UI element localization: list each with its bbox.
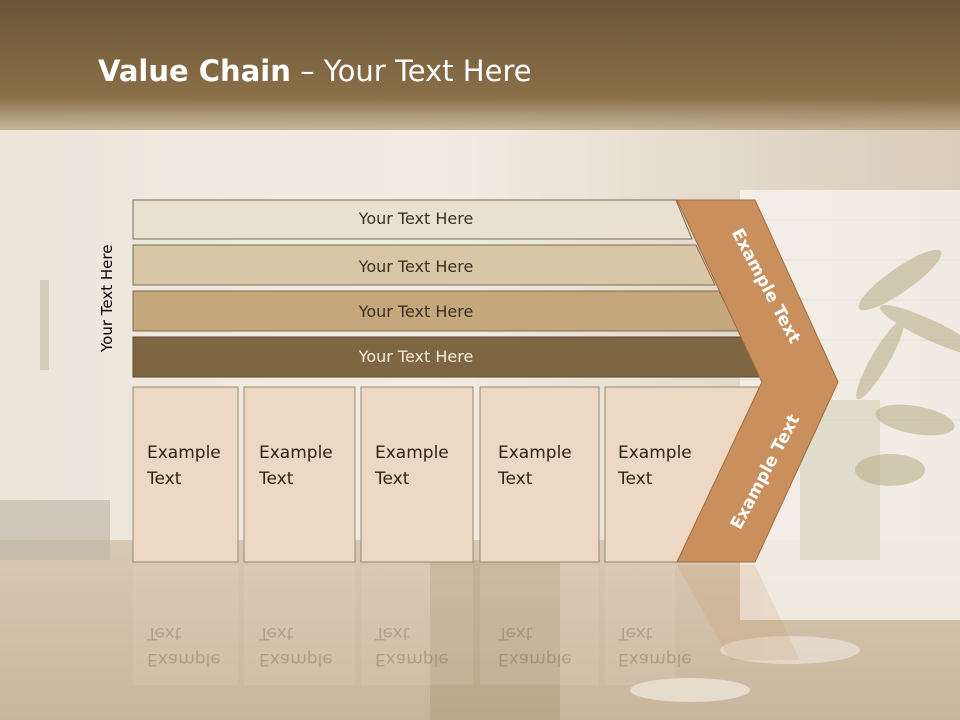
row-bar-1[interactable] (132, 199, 693, 240)
column-box-3[interactable] (360, 386, 474, 563)
column-reflection-5-line2: Text (618, 623, 653, 643)
column-reflection-4-line1: Example (498, 649, 572, 669)
row-label-2: Your Text Here (358, 257, 474, 276)
row-label-4: Your Text Here (358, 347, 474, 366)
column-text-2-line1: Example (259, 443, 333, 463)
column-reflection-4-line2: Text (498, 623, 533, 643)
column-reflection-5-line1: Example (618, 649, 692, 669)
title-bold: Value Chain (98, 54, 291, 88)
column-reflection-3-line2: Text (375, 623, 410, 643)
reflection (133, 565, 800, 685)
column-text-4: Example Text (498, 440, 572, 492)
column-text-1-line1: Example (147, 443, 221, 463)
column-reflection-2-line2: Text (259, 623, 294, 643)
row-bar-2[interactable] (132, 244, 716, 286)
column-text-5-line2: Text (618, 469, 653, 489)
row-label-3: Your Text Here (358, 302, 474, 321)
column-reflection-1-line1: Example (147, 649, 221, 669)
column-reflection-3: Example Text (375, 620, 449, 672)
slide-title: Value Chain – Your Text Here (98, 54, 532, 88)
column-reflection-4: Example Text (498, 620, 572, 672)
column-text-5: Example Text (618, 440, 692, 492)
column-text-1-line2: Text (147, 469, 182, 489)
column-box-4[interactable] (479, 386, 600, 563)
column-text-3: Example Text (375, 440, 449, 492)
column-reflection-1: Example Text (147, 620, 221, 672)
column-text-2: Example Text (259, 440, 333, 492)
column-text-4-line2: Text (498, 469, 533, 489)
column-reflection-1-line2: Text (147, 623, 182, 643)
row-label-1: Your Text Here (358, 209, 474, 228)
column-reflection-3-line1: Example (375, 649, 449, 669)
title-rest: – Your Text Here (290, 54, 532, 88)
column-box-2[interactable] (243, 386, 356, 563)
column-reflection-5: Example Text (618, 620, 692, 672)
column-reflection-2-line1: Example (259, 649, 333, 669)
column-text-3-line1: Example (375, 443, 449, 463)
column-text-2-line2: Text (259, 469, 294, 489)
column-text-4-line1: Example (498, 443, 572, 463)
column-text-1: Example Text (147, 440, 221, 492)
column-box-1[interactable] (132, 386, 239, 563)
margin-chevron[interactable] (676, 199, 839, 563)
column-text-5-line1: Example (618, 443, 692, 463)
column-text-3-line2: Text (375, 469, 410, 489)
column-reflection-2: Example Text (259, 620, 333, 672)
